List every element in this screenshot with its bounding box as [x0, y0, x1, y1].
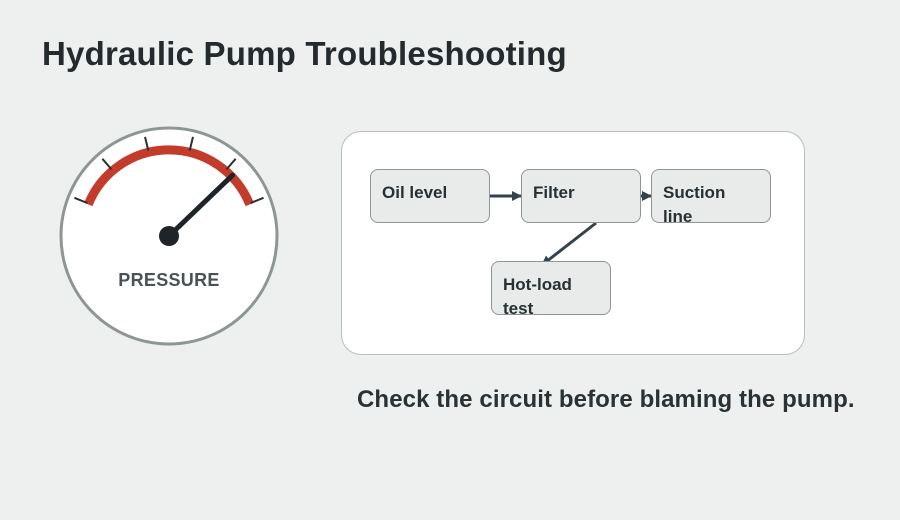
gauge-tick [101, 158, 113, 171]
gauge-tick [74, 196, 88, 204]
page-title: Hydraulic Pump Troubleshooting [42, 35, 567, 72]
flowchart-panel: Oil level Filter Suction line Hot-load t… [341, 131, 805, 355]
flow-node-filter: Filter [521, 169, 641, 223]
flow-node-hot-load-test: Hot-load test [491, 261, 611, 315]
gauge-tick [188, 136, 194, 151]
flow-node-oil-level: Oil level [370, 169, 490, 223]
gauge-tick [250, 196, 264, 204]
caption: Check the circuit before blaming the pum… [357, 386, 855, 413]
gauge-label: PRESSURE [118, 270, 220, 290]
gauge-hub [159, 226, 179, 246]
gauge-ticks [74, 136, 264, 204]
gauge-tick [225, 158, 237, 171]
pressure-gauge: PRESSURE [58, 125, 280, 347]
gauge-danger-arc [84, 145, 254, 207]
flowchart-arrows [490, 191, 652, 267]
pressure-gauge-graphic [59, 126, 279, 346]
gauge-needle [166, 172, 236, 239]
gauge-tick [144, 136, 150, 151]
arrow-filter-to-hot-load-test [541, 221, 597, 267]
flow-node-suction-line: Suction line [651, 169, 771, 223]
